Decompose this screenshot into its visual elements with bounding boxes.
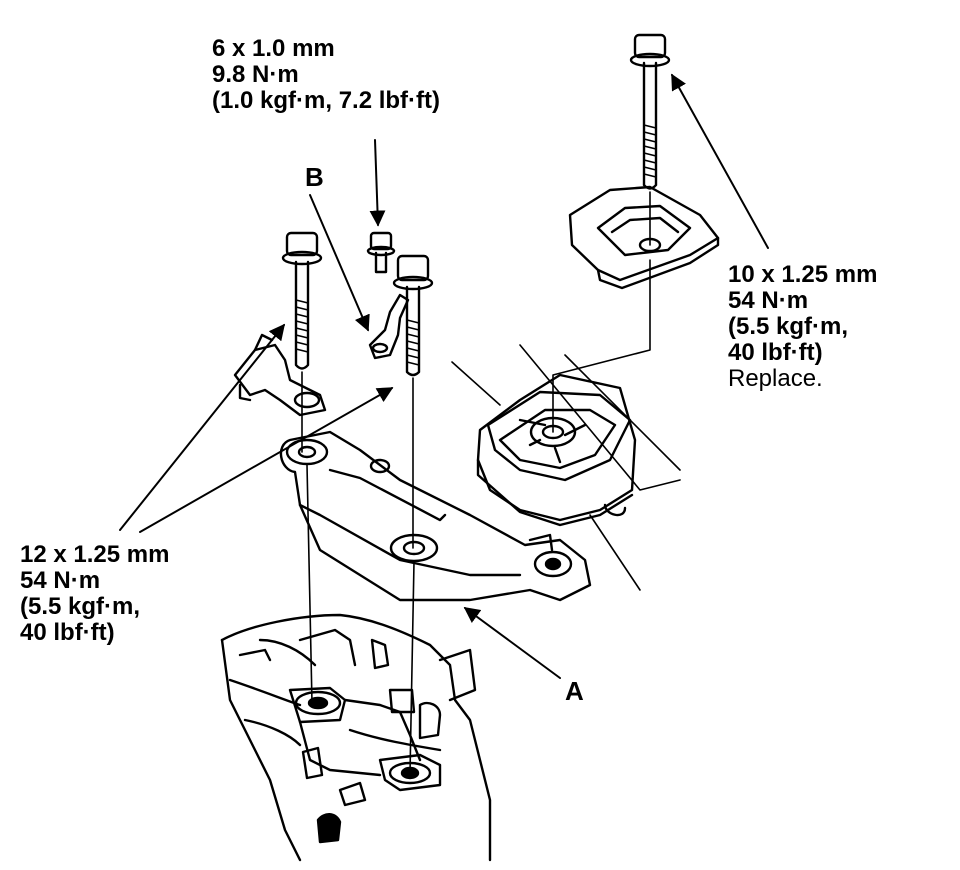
top-bolt-size: 6 x 1.0 mm <box>212 35 335 62</box>
rubber-mount <box>476 373 637 527</box>
top-bolt-10mm <box>629 33 671 190</box>
left-bolt-12mm <box>281 231 323 370</box>
right-bolt-note: Replace. <box>728 365 823 392</box>
mount-bracket-a <box>279 430 592 602</box>
top-bolt-spec-label: 6 x 1.0 mm 9.8 N·m (1.0 kgf·m, 7.2 lbf·f… <box>212 36 440 114</box>
left-bolts-torque-alt-1: (5.5 kgf·m, <box>20 593 141 620</box>
bracket-clip <box>233 333 327 417</box>
center-bolt-12mm <box>392 254 434 377</box>
right-bolt-spec-label: 10 x 1.25 mm 54 N·m (5.5 kgf·m, 40 lbf·f… <box>728 262 877 392</box>
right-bolt-torque-alt-1: (5.5 kgf·m, <box>728 313 849 340</box>
left-bolts-torque: 54 N·m <box>20 567 101 594</box>
left-bolts-spec-label: 12 x 1.25 mm 54 N·m (5.5 kgf·m, 40 lbf·f… <box>20 542 169 646</box>
right-bolt-size: 10 x 1.25 mm <box>728 261 878 288</box>
leader-lines <box>119 73 769 679</box>
right-bolt-torque: 54 N·m <box>728 287 809 314</box>
callout-a: A <box>565 676 584 706</box>
transmission-housing <box>220 613 492 862</box>
bracket-b <box>368 293 410 360</box>
callout-b: B <box>305 162 324 192</box>
left-bolts-size: 12 x 1.25 mm <box>20 541 170 568</box>
mount-retainer-plate <box>568 185 720 290</box>
right-bolt-torque-alt-2: 40 lbf·ft) <box>728 339 823 366</box>
small-bolt-6mm <box>366 231 396 274</box>
top-bolt-torque: 9.8 N·m <box>212 61 299 88</box>
top-bolt-torque-alt: (1.0 kgf·m, 7.2 lbf·ft) <box>212 87 441 114</box>
left-bolts-torque-alt-2: 40 lbf·ft) <box>20 619 115 646</box>
